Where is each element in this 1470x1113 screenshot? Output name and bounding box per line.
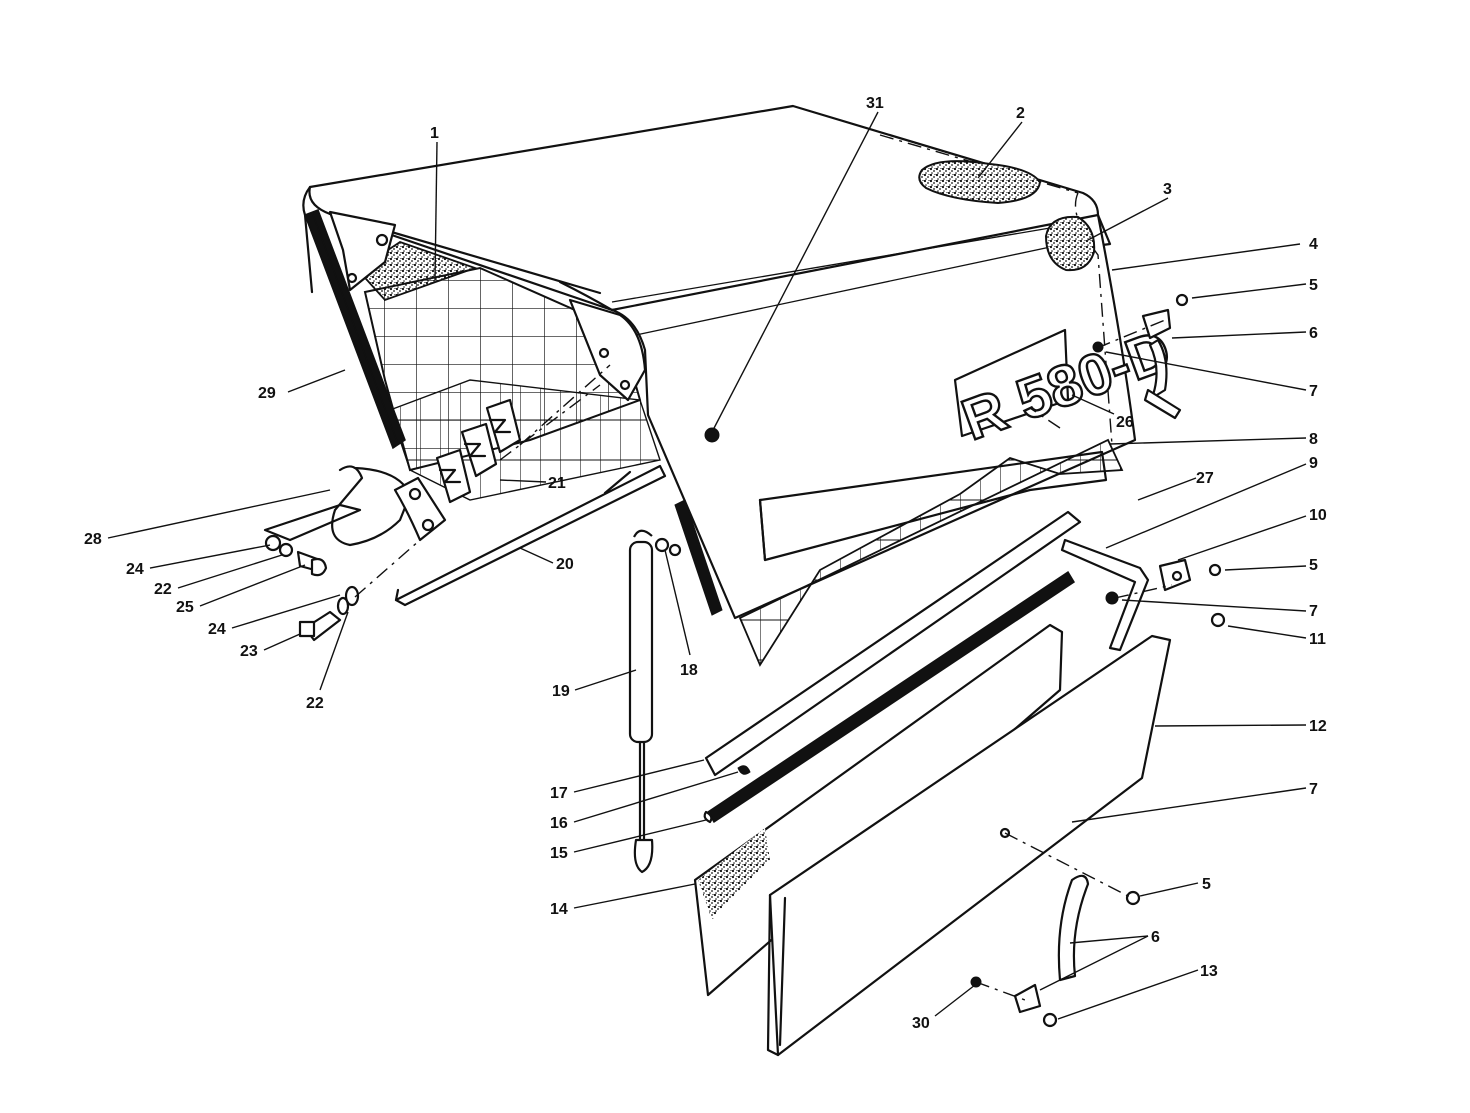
latch-bracket-28 bbox=[263, 465, 447, 547]
gas-strut-19 bbox=[628, 529, 682, 874]
callout-9: 9 bbox=[1309, 455, 1318, 472]
callout-14: 14 bbox=[550, 901, 568, 918]
rear-bracket-9 bbox=[1060, 538, 1150, 652]
canopy-assembly bbox=[302, 104, 1137, 620]
callout-12: 12 bbox=[1309, 718, 1327, 735]
callout-7-mid: 7 bbox=[1309, 603, 1318, 620]
hinge-10 bbox=[1158, 558, 1192, 592]
rail-20 bbox=[394, 464, 667, 607]
callout-28: 28 bbox=[84, 531, 102, 548]
foam-pad-2 bbox=[918, 160, 1042, 205]
hinge-clips-21 bbox=[435, 398, 522, 504]
callout-3: 3 bbox=[1163, 181, 1172, 198]
callout-20: 20 bbox=[556, 556, 574, 573]
callout-5-lower: 5 bbox=[1202, 876, 1211, 893]
callout-24-upper: 24 bbox=[126, 561, 144, 578]
fastener-markers bbox=[704, 293, 1226, 1028]
callout-29: 29 bbox=[258, 385, 276, 402]
hardware-group-left bbox=[264, 534, 360, 642]
callout-22-lower: 22 bbox=[306, 695, 324, 712]
callout-31: 31 bbox=[866, 95, 884, 112]
callout-15: 15 bbox=[550, 845, 568, 862]
callout-25: 25 bbox=[176, 599, 194, 616]
callout-21: 21 bbox=[548, 475, 566, 492]
canopy-front-face bbox=[610, 213, 1137, 620]
rear-mesh-screen bbox=[738, 438, 1124, 667]
foam-pad-3 bbox=[1044, 215, 1096, 272]
callout-7-upper: 7 bbox=[1309, 383, 1318, 400]
callout-7-lower: 7 bbox=[1309, 781, 1318, 798]
callout-16: 16 bbox=[550, 815, 568, 832]
callout-11: 11 bbox=[1309, 631, 1326, 648]
callout-24-lower: 24 bbox=[208, 621, 226, 638]
callout-30: 30 bbox=[912, 1015, 930, 1032]
callout-5-mid: 5 bbox=[1309, 557, 1318, 574]
callout-27: 27 bbox=[1196, 470, 1214, 487]
callout-5-upper: 5 bbox=[1309, 277, 1318, 294]
cross-rail-17 bbox=[704, 510, 1082, 777]
callout-labels: 1 2 3 4 5 6 7 26 8 9 27 10 5 7 11 12 7 5… bbox=[84, 95, 1327, 1032]
leader-lines bbox=[107, 111, 1307, 1020]
callout-19: 19 bbox=[552, 683, 570, 700]
hinge-6-lower bbox=[1013, 874, 1090, 1014]
callout-8: 8 bbox=[1309, 431, 1318, 448]
door-panel-12 bbox=[768, 634, 1172, 1057]
callout-22-upper: 22 bbox=[154, 581, 172, 598]
callout-18: 18 bbox=[680, 662, 698, 679]
callout-10: 10 bbox=[1309, 507, 1327, 524]
callout-2: 2 bbox=[1016, 105, 1025, 122]
callout-17: 17 bbox=[550, 785, 568, 802]
left-top-bracket bbox=[328, 210, 397, 292]
foam-stipple-14 bbox=[698, 828, 770, 920]
hinge-6-upper bbox=[1141, 308, 1182, 420]
callout-23: 23 bbox=[240, 643, 258, 660]
clip-16 bbox=[737, 765, 751, 775]
callout-13: 13 bbox=[1200, 963, 1218, 980]
callout-4: 4 bbox=[1309, 236, 1318, 253]
callout-1: 1 bbox=[430, 125, 439, 142]
callout-6-upper: 6 bbox=[1309, 325, 1318, 342]
seal-strip-front bbox=[674, 499, 723, 616]
callout-26: 26 bbox=[1116, 414, 1134, 431]
callout-6-lower: 6 bbox=[1151, 929, 1160, 946]
